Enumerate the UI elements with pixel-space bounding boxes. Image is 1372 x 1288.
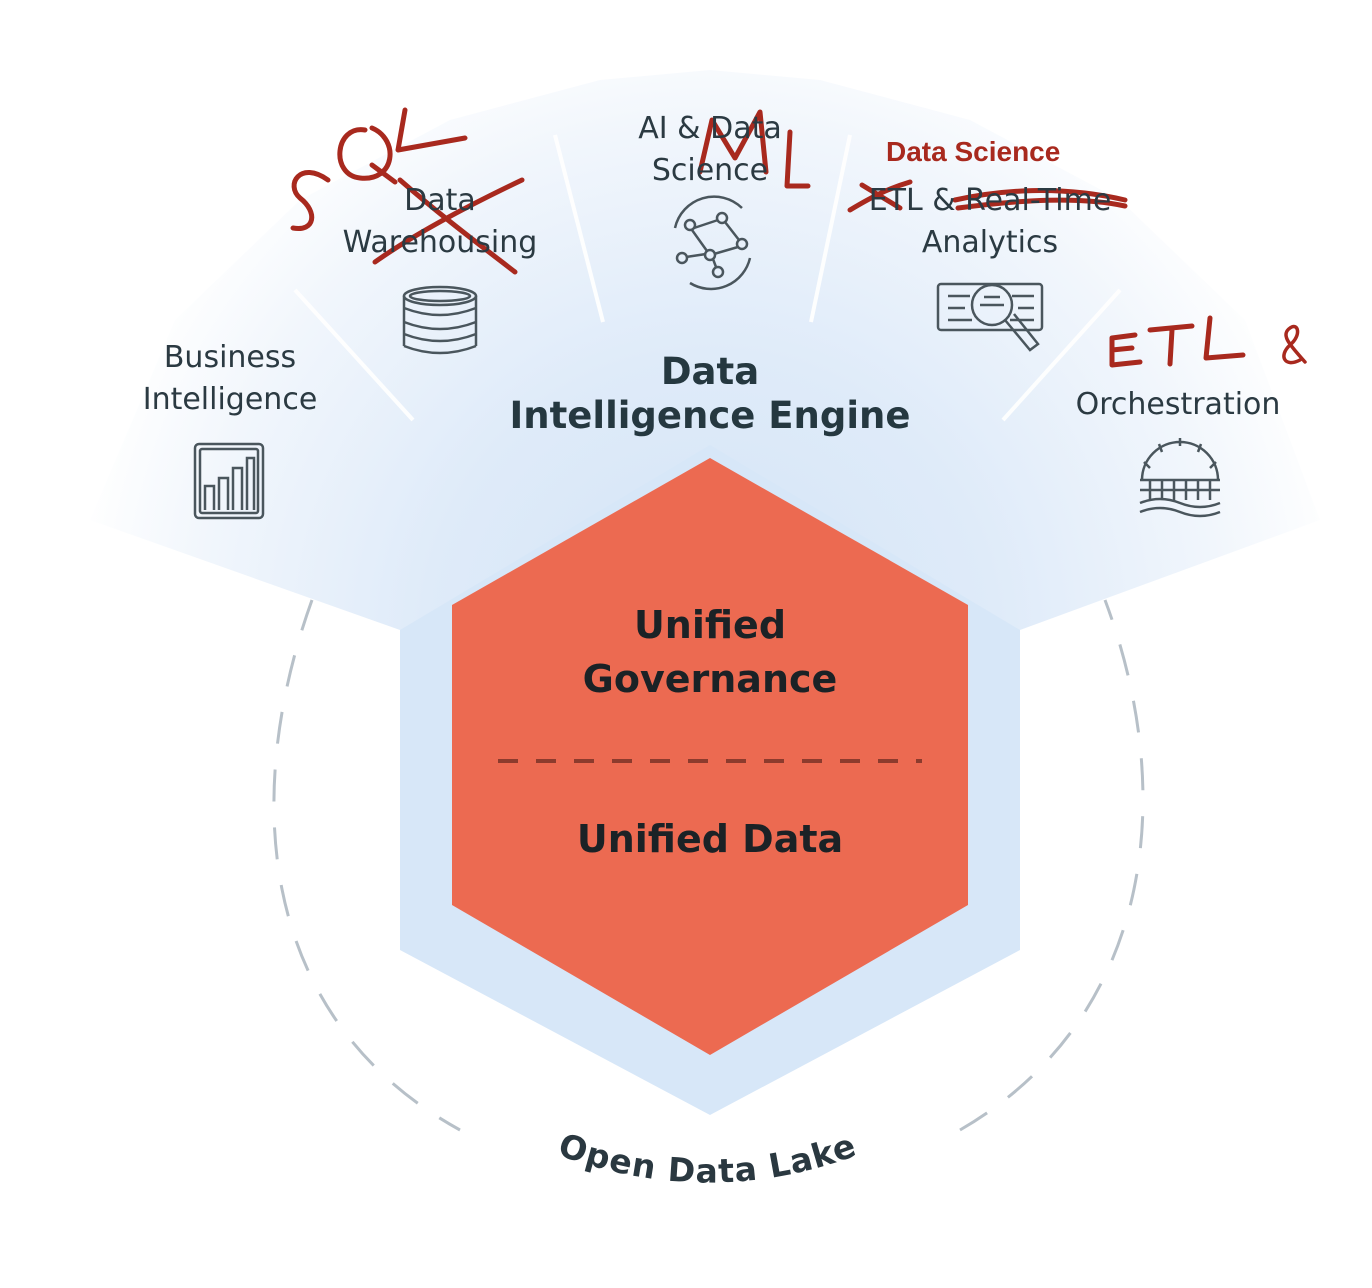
segment-label-orchestration: Orchestration xyxy=(1075,387,1281,422)
analytics-icon xyxy=(936,282,1044,352)
segment-label-ai-data-science: AI & Data Science xyxy=(638,111,782,188)
etl-t-stroke xyxy=(1147,323,1195,367)
etl-l-stroke xyxy=(1203,315,1246,361)
unified-data-label: Unified Data xyxy=(576,817,844,861)
annotation-data-science: Data Science xyxy=(886,136,1061,167)
etl-cross xyxy=(847,179,913,213)
ml-l-stroke xyxy=(784,129,811,189)
segment-label-etl-analytics: ETL & Real-Time Analytics xyxy=(868,183,1112,260)
database-icon xyxy=(402,285,478,355)
sql-s-stroke xyxy=(290,170,331,231)
segment-label-data-warehousing: Data Warehousing xyxy=(342,183,538,260)
handwritten-annotations xyxy=(290,107,1307,368)
workflow-icon xyxy=(1139,438,1221,518)
ml-m-stroke xyxy=(697,109,769,175)
data-lake-arc xyxy=(272,599,1145,1132)
ampersand-stroke xyxy=(1282,324,1307,365)
bar-chart-icon xyxy=(193,442,265,520)
realtime-strike xyxy=(952,188,1128,211)
engine-title: Data Intelligence Engine xyxy=(509,350,911,437)
etl-e-stroke xyxy=(1109,332,1143,368)
sql-q-stroke xyxy=(337,125,398,185)
data-lake-label: Open Data Lake xyxy=(554,1125,862,1190)
unified-governance-label: Unified Governance xyxy=(582,603,838,701)
segment-label-business-intelligence: Business Intelligence xyxy=(142,340,318,417)
segment-dividers xyxy=(293,134,1122,422)
network-icon xyxy=(673,195,752,291)
engine-fan xyxy=(90,70,1320,630)
unified-core-hexagon xyxy=(452,458,968,1055)
sql-l-stroke xyxy=(395,107,468,153)
warehousing-cross xyxy=(372,177,525,275)
